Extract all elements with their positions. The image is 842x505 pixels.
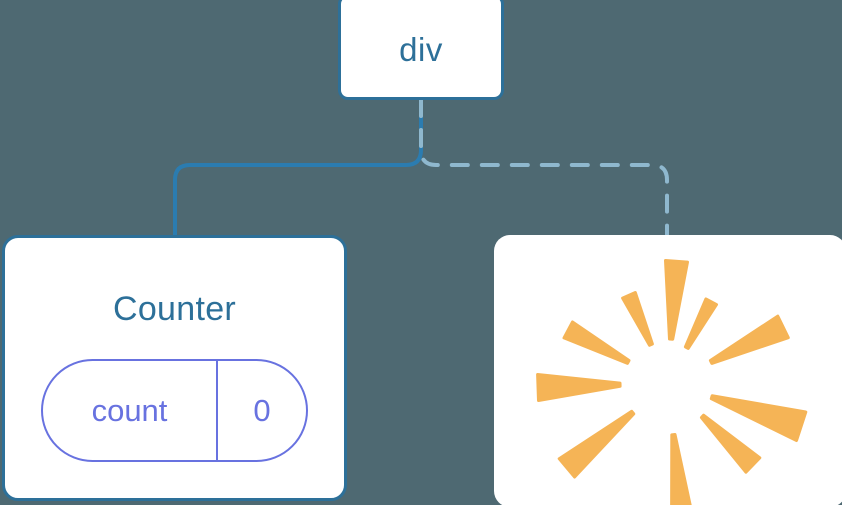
node-counter[interactable]: Counter count 0 (2, 235, 347, 501)
state-pill-count[interactable]: count 0 (41, 359, 308, 462)
ray-nw (562, 320, 631, 365)
ray-nne (683, 297, 718, 350)
node-div-label: div (399, 30, 443, 68)
node-div[interactable]: div (338, 0, 504, 100)
node-counter-label: Counter (112, 290, 237, 328)
ray-nnw (621, 291, 654, 347)
node-sparkle[interactable] (494, 235, 842, 505)
state-pill-value: 0 (216, 361, 306, 460)
ray-se (699, 413, 762, 474)
ray-sw (557, 409, 636, 479)
sparkle-burst-icon (536, 259, 808, 505)
ray-w (536, 373, 622, 402)
edge-root-to-counter (173, 98, 423, 240)
ray-e (709, 394, 808, 442)
ray-ne (708, 314, 790, 365)
ray-n (664, 259, 689, 341)
state-pill-key: count (91, 393, 168, 428)
ray-s (670, 433, 692, 505)
edge-root-to-sparkle (419, 98, 669, 240)
